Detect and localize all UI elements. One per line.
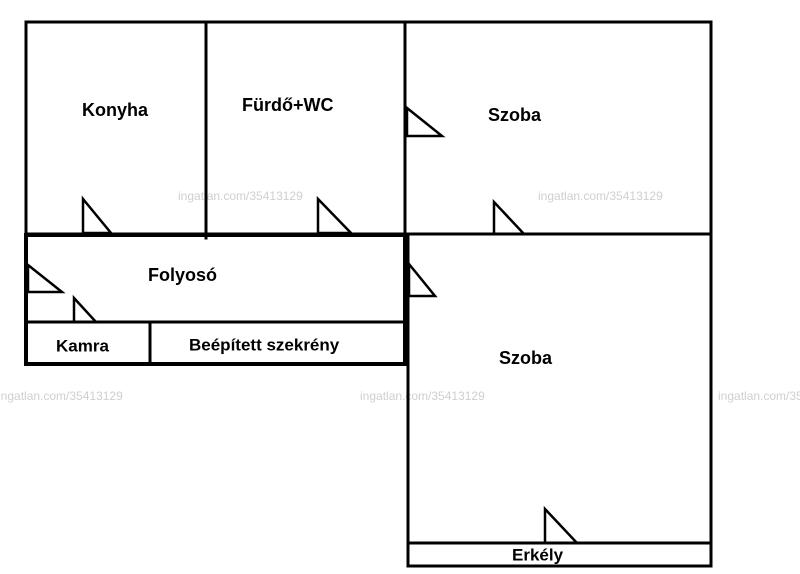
room-label-kamra: Kamra <box>56 336 109 355</box>
door-kamra <box>72 294 99 324</box>
room-label-szekreny: Beépített szekrény <box>189 335 340 354</box>
doors <box>26 105 580 545</box>
door-szoba-bottom <box>407 260 438 298</box>
room-labels: Konyha Fürdő+WC Szoba Folyosó Kamra Beép… <box>56 95 564 565</box>
watermark-text: ingatlan.com/35413129 <box>0 389 123 403</box>
watermarks: ingatlan.com/35413129 ingatlan.com/35413… <box>0 189 800 403</box>
wall-outline-corridor <box>24 233 407 366</box>
watermark-text: ingatlan.com/35413129 <box>178 189 303 203</box>
room-label-furdo: Fürdő+WC <box>242 95 334 115</box>
room-label-konyha: Konyha <box>82 100 149 120</box>
door-szoba-top-side <box>405 105 446 138</box>
door-szoba-top <box>492 198 527 236</box>
room-label-erkely: Erkély <box>512 545 564 564</box>
walls <box>24 20 713 568</box>
room-label-folyoso: Folyosó <box>148 265 217 285</box>
door-folyoso-entry <box>26 262 66 294</box>
watermark-text: ingatlan.com/35413129 <box>538 189 663 203</box>
watermark-text: ingatlan.com/35413129 <box>718 389 800 403</box>
door-furdo <box>316 195 354 235</box>
door-erkely <box>543 505 580 545</box>
room-label-szoba-top: Szoba <box>488 105 542 125</box>
room-label-szoba-bottom: Szoba <box>499 348 553 368</box>
watermark-text: ingatlan.com/35413129 <box>360 389 485 403</box>
door-konyha <box>81 195 114 235</box>
